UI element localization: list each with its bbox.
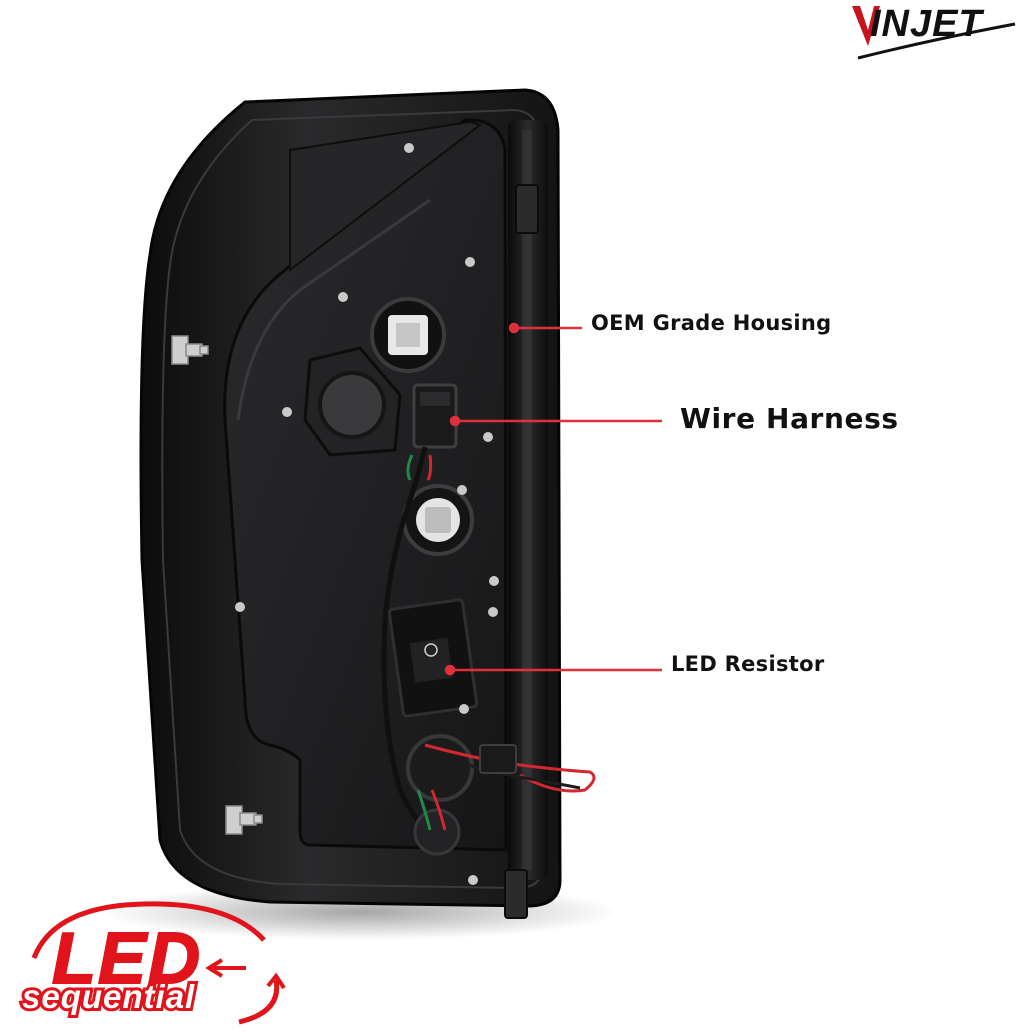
swirl-arrow-icon xyxy=(31,901,286,1025)
mounting-stud-bottom xyxy=(225,805,263,835)
led-sequential-badge: LED sequential xyxy=(14,900,294,1028)
grommet xyxy=(318,371,386,439)
badge-led-text: LED xyxy=(51,918,202,1000)
mounting-stud-top xyxy=(171,335,209,365)
logo-wordmark: INJET xyxy=(870,3,983,45)
v-swoosh-logo-icon xyxy=(852,6,1016,60)
led-resistor-box xyxy=(387,598,479,718)
output-plug xyxy=(479,744,517,774)
callout-wire-harness: Wire Harness xyxy=(680,402,899,435)
callout-oem-grade-housing: OEM Grade Housing xyxy=(591,311,832,335)
badge-sequential-text: sequential xyxy=(19,975,197,1018)
clip-right-top xyxy=(515,184,539,234)
callout-lines xyxy=(444,322,662,676)
vinjet-logo: INJET xyxy=(850,0,1020,66)
clip-right-bottom xyxy=(504,869,528,919)
callout-led-resistor: LED Resistor xyxy=(671,652,825,676)
